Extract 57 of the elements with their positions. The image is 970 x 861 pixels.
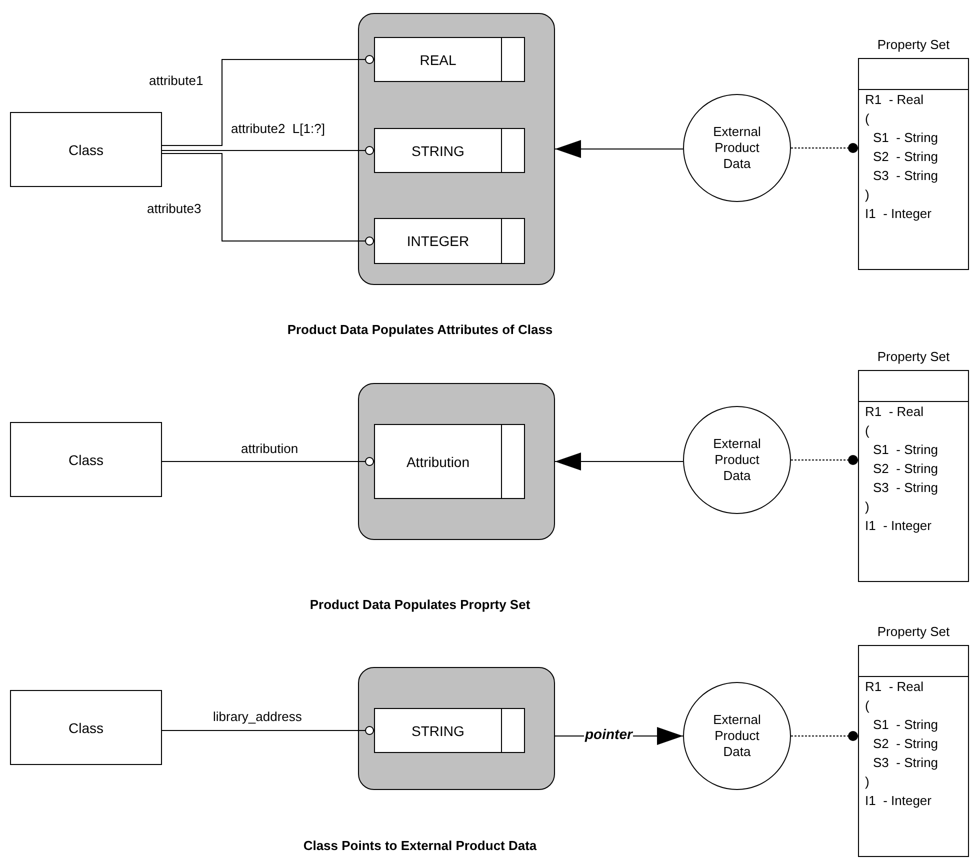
- attribute-line: S3 - String: [872, 167, 938, 185]
- connector-line: [554, 452, 684, 470]
- connector-line: [790, 455, 858, 465]
- attribute-line: (: [864, 110, 870, 128]
- class-box: Class: [10, 422, 162, 497]
- attribute-line: S3 - String: [872, 479, 938, 497]
- edge-label: attribute1: [148, 73, 204, 88]
- connector-line: [162, 55, 374, 146]
- attribute-type-box: STRING: [374, 708, 525, 753]
- attribute-line: S2 - String: [872, 735, 938, 753]
- connector-line: [790, 143, 858, 153]
- diagram-caption: Class Points to External Product Data: [303, 838, 537, 853]
- data-circle: External Product Data: [683, 406, 791, 514]
- attribute-line: ): [864, 186, 870, 204]
- box-heading: Property Set: [876, 623, 951, 641]
- attribute-type-box: INTEGER: [374, 218, 525, 264]
- attribute-line: R1 - Real: [864, 678, 924, 696]
- edge-label: attribution: [240, 441, 300, 456]
- connector-line: [790, 731, 858, 741]
- diagram-caption: Product Data Populates Proprty Set: [310, 597, 530, 612]
- edge-label: library_address: [212, 709, 303, 724]
- data-circle: External Product Data: [683, 682, 791, 790]
- connector-line: [162, 726, 374, 735]
- attribute-type-box: STRING: [374, 128, 525, 173]
- attribute-type-box: Attribution: [374, 424, 525, 499]
- attribute-line: S1 - String: [872, 716, 938, 734]
- data-circle: External Product Data: [683, 94, 791, 202]
- rounded-panel: [358, 13, 555, 285]
- box-heading: Property Set: [876, 348, 951, 366]
- edge-label: pointer: [584, 727, 634, 742]
- attribute-line: I1 - Integer: [864, 517, 932, 535]
- connector-line: [554, 140, 684, 158]
- connector-line: [162, 457, 374, 466]
- rounded-panel: [358, 383, 555, 540]
- attribute-type-box: REAL: [374, 37, 525, 82]
- attribute-line: (: [864, 422, 870, 440]
- attribute-line: S1 - String: [872, 441, 938, 459]
- attribute-line: ): [864, 773, 870, 791]
- connector-line: [162, 146, 374, 155]
- attribute-line: I1 - Integer: [864, 792, 932, 810]
- attribute-line: R1 - Real: [864, 91, 924, 109]
- edge-label: attribute3: [146, 201, 202, 216]
- attribute-line: S2 - String: [872, 460, 938, 478]
- edge-label: attribute2 L[1:?]: [230, 121, 326, 136]
- attribute-line: S3 - String: [872, 754, 938, 772]
- attribute-line: I1 - Integer: [864, 205, 932, 223]
- attribute-line: S1 - String: [872, 129, 938, 147]
- box-heading: Property Set: [876, 36, 951, 54]
- attribute-line: R1 - Real: [864, 403, 924, 421]
- attribute-line: ): [864, 498, 870, 516]
- rounded-panel: [358, 667, 555, 790]
- attribute-line: S2 - String: [872, 148, 938, 166]
- class-box: Class: [10, 112, 162, 187]
- class-box: Class: [10, 690, 162, 765]
- connector-line: [162, 153, 374, 246]
- attribute-line: (: [864, 697, 870, 715]
- diagram-caption: Product Data Populates Attributes of Class: [287, 322, 553, 337]
